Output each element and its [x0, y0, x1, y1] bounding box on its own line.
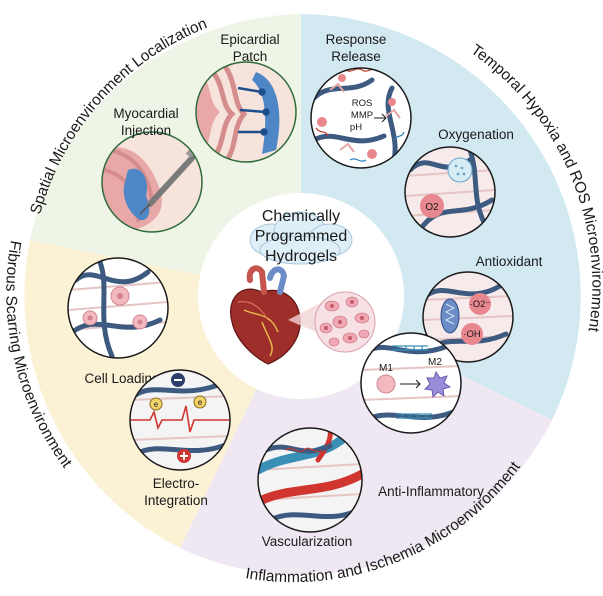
oxygen-label: O2: [425, 202, 439, 213]
panel-oxygenation: O2 Oxygenation: [404, 127, 514, 238]
syringe-icon: [147, 155, 195, 207]
macrophage-label-m1: M1: [379, 363, 393, 374]
panel-anti-inflammatory-title: Anti-Inflammatory: [378, 484, 484, 499]
m1-macrophage-icon: [376, 374, 396, 394]
electron-icon-left: [149, 397, 163, 411]
center-title-line-3: Hydrogels: [265, 248, 337, 265]
panel-antioxidant: ·O2⁻ ·OH Antioxidant: [422, 254, 543, 363]
panel-epicardial-patch: Epicardial Patch: [195, 32, 297, 163]
panel-myocardial-title-2: Injection: [121, 123, 171, 138]
trigger-ros: ROS: [352, 98, 373, 109]
panel-response-title-2: Release: [331, 49, 381, 64]
antioxidant-species-superoxide: ·O2⁻: [470, 299, 491, 310]
mitochondria-icon: [440, 298, 460, 334]
center-hub: Chemically Programmed Hydrogels: [198, 193, 404, 399]
panel-response-release: ROS MMP pH Response Release: [310, 32, 412, 169]
panel-cell-loading: Cell Loading: [67, 257, 169, 386]
panel-anti-inflammatory: M1 M2 Anti-Inflammatory: [360, 332, 484, 499]
panel-electro-title-2: Integration: [144, 493, 208, 508]
electron-label-left: e: [154, 400, 159, 409]
panel-electro-title-1: Electro-: [153, 476, 200, 491]
heart-icon: [230, 265, 301, 365]
panel-vascularization-title: Vascularization: [262, 534, 353, 549]
macrophage-label-m2: M2: [428, 357, 442, 368]
panel-electro-integration: e e Electro- Integration: [129, 369, 231, 508]
electron-icon-right: [193, 395, 207, 409]
center-title-line-2: Programmed: [255, 228, 347, 245]
panel-epicardial-title-2: Patch: [233, 49, 268, 64]
panel-epicardial-title-1: Epicardial: [220, 32, 279, 47]
panel-oxygenation-title: Oxygenation: [438, 127, 514, 142]
electron-label-right: e: [198, 398, 203, 407]
center-title-line-1: Chemically: [262, 208, 340, 225]
m2-macrophage-icon: [423, 370, 452, 399]
release-arrow-icon: [374, 113, 387, 123]
cell-cluster-icon: [314, 291, 376, 353]
panel-cell-loading-title: Cell Loading: [84, 371, 159, 386]
hydrogel-cloud-icon: [249, 211, 353, 265]
antioxidant-species-hydroxyl: ·OH: [463, 329, 481, 340]
panel-vascularization: Vascularization: [257, 427, 363, 549]
trigger-mmp: MMP: [351, 110, 373, 121]
polarization-arrow-icon: [400, 379, 421, 389]
ecg-trace: [130, 405, 230, 433]
panel-myocardial-title-1: Myocardial: [113, 106, 178, 121]
panel-myocardial-injection: Myocardial Injection: [101, 106, 203, 233]
trigger-ph: pH: [350, 122, 362, 133]
panel-response-title-1: Response: [326, 32, 387, 47]
panel-antioxidant-title: Antioxidant: [476, 254, 543, 269]
